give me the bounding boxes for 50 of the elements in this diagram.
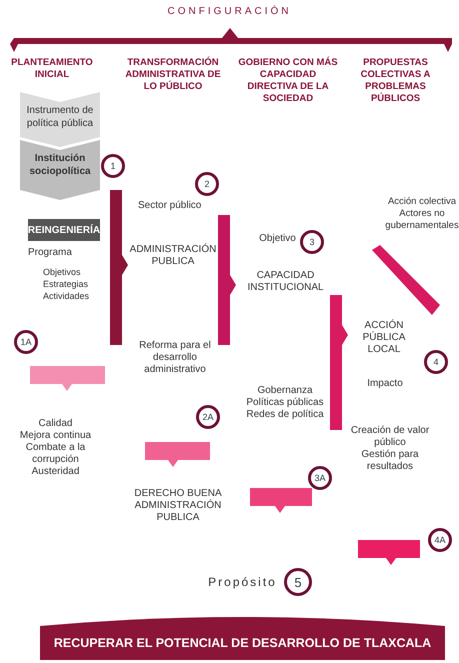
list-item: Acción colectiva: [386, 196, 458, 208]
label-text: ADMINISTRACIÓN PUBLICA: [128, 244, 218, 268]
list-item: Redes de política: [245, 409, 325, 421]
number-badge: 1A: [14, 330, 38, 354]
list-item: Actividades: [43, 290, 90, 302]
list-item: Austeridad: [30, 466, 80, 478]
label-text: Propósito: [207, 575, 278, 590]
label-text: Programa: [28, 247, 73, 259]
list-item: Mejora continua: [18, 430, 92, 442]
label-text: Objetivo: [258, 233, 297, 245]
column-heading: PROPUESTAS COLECTIVAS A PROBLEMAS PÚBLICOS: [360, 57, 432, 105]
list-item: Gobernanza: [256, 385, 314, 397]
chevron-box: Institución sociopolítica: [20, 140, 100, 200]
title-box: REINGENIERÍA: [28, 219, 100, 241]
label-text: Sector público: [138, 200, 202, 212]
label-text: ACCIÓN PÚBLICA LOCAL: [362, 320, 406, 356]
column-heading: PLANTEAMIENTO INICIAL: [10, 57, 94, 81]
number-badge: 1: [101, 154, 125, 178]
label-text: Impacto: [366, 378, 404, 390]
number-badge: 4A: [428, 528, 452, 552]
number-badge: 5: [284, 568, 312, 596]
diagonal-bar: [372, 245, 440, 315]
list-item: Calidad: [38, 418, 74, 430]
number-badge: 2: [195, 172, 219, 196]
callout-bar: [30, 366, 105, 391]
section-title: CONFIGURACIÓN: [166, 6, 292, 18]
column-heading: GOBIERNO CON MÁS CAPACIDAD DIRECTIVA DE LA SOCIEDAD: [238, 57, 338, 105]
list-item: Actores no gubernamentales: [385, 208, 459, 232]
number-badge: 4: [424, 350, 448, 374]
callout-bar: [358, 540, 420, 565]
number-badge: 3: [300, 230, 324, 254]
goal-banner: RECUPERAR EL POTENCIAL DE DESARROLLO DE TLAXCALA: [40, 614, 445, 660]
label-text: Reforma para el desarrollo administrativo: [138, 340, 212, 376]
callout-bar: [145, 442, 210, 467]
chevron-divider: [330, 295, 348, 430]
list-item: Objetivos: [43, 266, 82, 278]
chevron-divider: [218, 215, 236, 345]
number-badge: 2A: [196, 405, 220, 429]
chevron-divider: [110, 190, 128, 345]
list-item: Combate a la corrupción: [24, 442, 86, 466]
chevron-box: Instrumento de política pública: [20, 92, 100, 147]
column-heading: TRANSFORMACIÓN ADMINISTRATIVA DE LO PÚBLICO: [124, 57, 222, 93]
list-item: Estrategias: [43, 278, 90, 290]
label-text: DERECHO BUENA ADMINISTRACIÓN PUBLICA: [133, 488, 223, 524]
list-item: Gestión para resultados: [360, 449, 420, 473]
list-item: Políticas públicas: [245, 397, 325, 409]
label-text: CAPACIDAD INSTITUCIONAL: [246, 270, 325, 294]
list-item: Creación de valor público: [350, 425, 430, 449]
callout-bar: [250, 488, 312, 513]
number-badge: 3A: [308, 466, 332, 490]
